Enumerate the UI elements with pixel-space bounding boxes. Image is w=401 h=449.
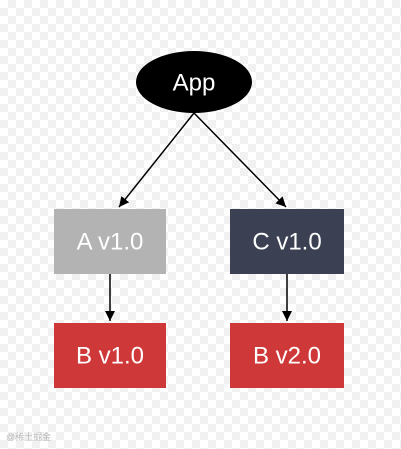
node-app-label: App (173, 70, 216, 97)
node-b2-label: B v2.0 (253, 343, 321, 370)
node-b2-shape (230, 323, 344, 388)
node-c-shape (230, 209, 344, 274)
node-b1-shape (54, 323, 166, 388)
watermark-text: @稀土掘金 (6, 432, 52, 442)
node-app: App (136, 51, 252, 113)
node-b1: B v1.0 (54, 323, 166, 388)
node-a-label: A v1.0 (77, 229, 144, 256)
edge-app-to-a (118, 112, 195, 208)
node-app-shape (136, 51, 252, 113)
node-b2: B v2.0 (230, 323, 344, 388)
node-b1-label: B v1.0 (76, 343, 144, 370)
node-c-label: C v1.0 (252, 229, 321, 256)
node-c: C v1.0 (230, 209, 344, 274)
node-a-shape (54, 209, 166, 274)
node-a: A v1.0 (54, 209, 166, 274)
edge-app-to-c (193, 112, 287, 208)
